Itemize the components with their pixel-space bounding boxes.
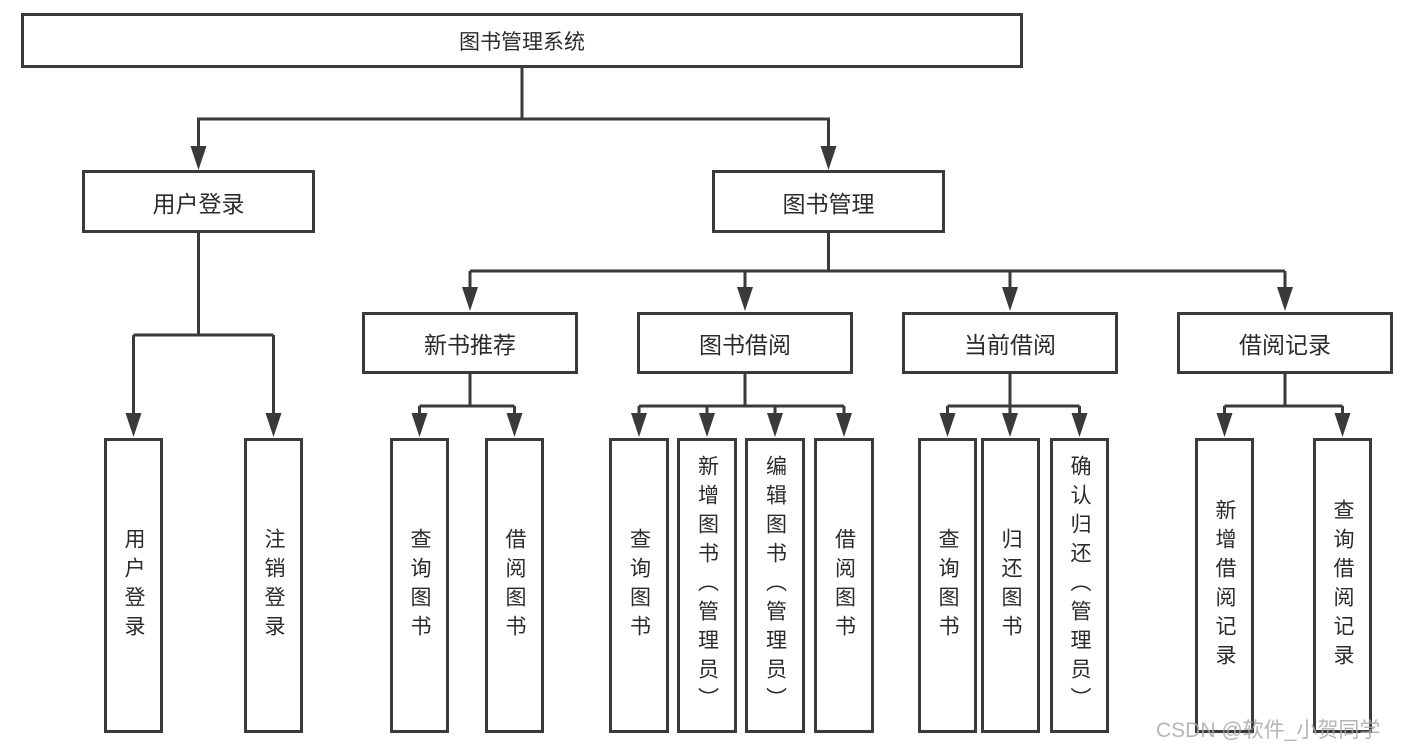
node-library-management-system: 图书管理系统	[21, 13, 1023, 68]
leaf-label: 借阅图书	[832, 527, 856, 644]
leaf-query-borrow-record: 查询借阅记录	[1313, 438, 1372, 733]
node-current-borrowing: 当前借阅	[902, 312, 1118, 374]
node-new-book-recommend: 新书推荐	[362, 312, 578, 374]
leaf-label: 新增借阅记录	[1213, 498, 1237, 673]
leaf-label: 编辑图书（管理员）	[763, 455, 787, 716]
csdn-watermark: CSDN @软件_小贺同学	[1156, 719, 1381, 742]
leaf-confirm-return-admin: 确认归还（管理员）	[1050, 438, 1109, 733]
leaf-label: 查询图书	[408, 527, 432, 644]
leaf-add-borrow-record: 新增借阅记录	[1195, 438, 1254, 733]
leaf-label: 借阅图书	[503, 527, 527, 644]
leaf-label: 查询借阅记录	[1331, 498, 1355, 673]
leaf-label: 归还图书	[999, 527, 1023, 644]
node-user-login: 用户登录	[82, 170, 315, 233]
leaf-logout: 注销登录	[244, 438, 303, 733]
leaf-query-books-recommend: 查询图书	[390, 438, 449, 733]
leaf-label: 用户登录	[122, 527, 146, 644]
leaf-add-books-admin: 新增图书（管理员）	[677, 438, 737, 733]
leaf-borrow-books: 借阅图书	[814, 438, 874, 733]
leaf-borrow-books-recommend: 借阅图书	[485, 438, 544, 733]
node-book-borrowing: 图书借阅	[637, 312, 853, 374]
node-book-management: 图书管理	[712, 170, 945, 233]
leaf-label: 查询图书	[627, 527, 651, 644]
leaf-label: 查询图书	[936, 527, 960, 644]
leaf-user-login: 用户登录	[104, 438, 163, 733]
leaf-edit-books-admin: 编辑图书（管理员）	[745, 438, 805, 733]
leaf-query-books-borrow: 查询图书	[609, 438, 669, 733]
leaf-return-books: 归还图书	[981, 438, 1040, 733]
leaf-label: 确认归还（管理员）	[1068, 455, 1092, 716]
leaf-query-books-current: 查询图书	[918, 438, 977, 733]
leaf-label: 注销登录	[262, 527, 286, 644]
node-borrowing-records: 借阅记录	[1177, 312, 1393, 374]
leaf-label: 新增图书（管理员）	[695, 455, 719, 716]
